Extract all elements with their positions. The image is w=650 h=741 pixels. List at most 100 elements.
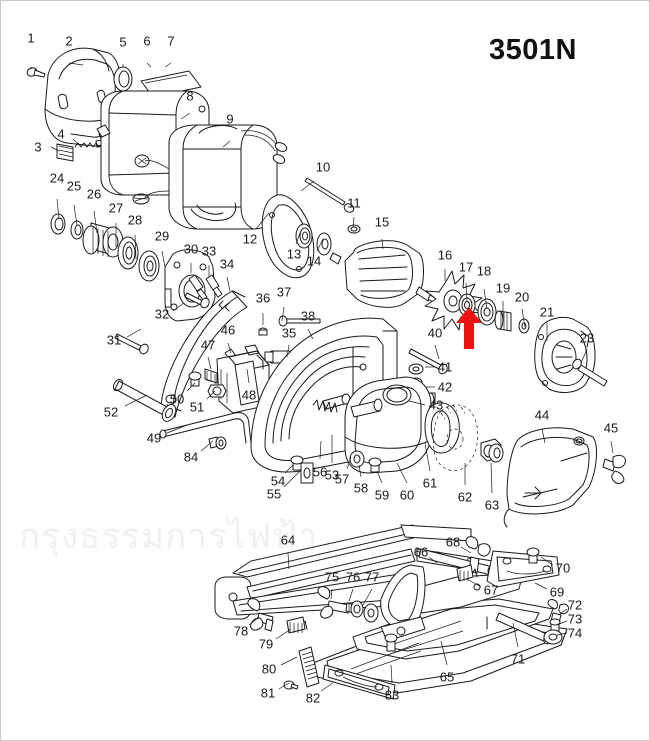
callout-label-50: 50 xyxy=(169,391,185,407)
part-79-spring xyxy=(286,616,308,634)
callout-label-73: 73 xyxy=(567,611,583,627)
callout-label-34: 34 xyxy=(219,256,235,272)
leader-line-73 xyxy=(556,620,568,626)
part-63-spacer xyxy=(488,443,504,463)
watermark-text: กรุงธรรมการไฟฟ้า xyxy=(19,517,319,557)
callout-label-14: 14 xyxy=(306,253,322,269)
callout-label-11: 11 xyxy=(347,195,361,211)
callout-leader-lines xyxy=(30,62,614,692)
part-25-ring xyxy=(70,220,84,240)
callout-label-72: 72 xyxy=(567,597,583,613)
callout-label-37: 37 xyxy=(276,284,292,300)
callout-label-30: 30 xyxy=(183,241,199,257)
part-5-ring xyxy=(113,66,133,92)
leader-line-40 xyxy=(434,344,440,360)
callout-label-44: 44 xyxy=(534,407,550,423)
callout-label-10: 10 xyxy=(315,159,331,175)
callout-label-54: 54 xyxy=(270,473,286,489)
callout-label-25: 25 xyxy=(66,178,82,194)
callout-label-4: 4 xyxy=(57,126,65,142)
callout-label-7: 7 xyxy=(167,33,175,49)
leader-line-47 xyxy=(207,356,212,370)
leader-line-31 xyxy=(126,328,142,338)
leader-line-8 xyxy=(180,112,191,120)
part-13-bearing xyxy=(295,223,313,249)
leader-line-34 xyxy=(226,276,231,292)
callout-label-75: 75 xyxy=(324,569,340,585)
part-1-screw xyxy=(26,67,46,78)
callout-label-74: 74 xyxy=(567,625,583,641)
callout-label-32: 32 xyxy=(154,306,170,322)
callout-label-31: 31 xyxy=(106,332,122,348)
leader-line-25 xyxy=(73,204,78,226)
part-49-rod xyxy=(159,412,252,444)
part-84-screw xyxy=(208,436,227,450)
leader-line-9 xyxy=(222,140,231,148)
leader-line-13 xyxy=(295,232,301,245)
leader-line-57 xyxy=(346,456,352,470)
leader-line-46 xyxy=(227,342,232,354)
callout-label-49: 49 xyxy=(146,430,162,446)
leader-line-69 xyxy=(534,582,548,590)
callout-label-82: 82 xyxy=(305,690,321,706)
part-15-armature xyxy=(329,240,441,308)
part-37-screw xyxy=(278,315,321,327)
callout-label-77: 77 xyxy=(364,569,380,585)
callout-label-36: 36 xyxy=(255,290,271,306)
callout-label-24: 24 xyxy=(49,170,65,186)
leader-line-64 xyxy=(287,552,290,570)
part-59-screw xyxy=(368,457,382,473)
part-11-washer xyxy=(347,224,361,234)
part-69-lever-plate xyxy=(486,550,560,588)
callout-label-69: 69 xyxy=(549,584,565,600)
part-23-screw xyxy=(572,358,608,387)
part-70-screw xyxy=(526,547,540,564)
part-group-base-assembly xyxy=(214,524,570,700)
part-81-screw xyxy=(283,680,299,690)
part-41-washer xyxy=(408,363,424,375)
part-31-screw xyxy=(114,333,149,355)
leader-line-37 xyxy=(281,306,285,322)
leader-line-66 xyxy=(428,556,438,564)
part-10-screw xyxy=(304,177,355,213)
callout-label-63: 63 xyxy=(484,497,500,513)
leader-line-45 xyxy=(610,440,614,454)
leader-line-4 xyxy=(72,138,80,146)
callout-label-81: 81 xyxy=(260,685,276,701)
callout-label-46: 46 xyxy=(220,322,236,338)
callout-label-59: 59 xyxy=(374,487,390,503)
part-74-washer xyxy=(543,629,563,645)
leader-line-17 xyxy=(465,282,468,302)
callout-label-38: 38 xyxy=(300,308,316,324)
leader-line-82 xyxy=(320,682,334,692)
callout-label-19: 19 xyxy=(495,280,511,296)
leader-line-11 xyxy=(352,216,355,228)
leader-line-38 xyxy=(307,328,314,340)
leader-line-49 xyxy=(166,424,188,434)
part-47-terminal xyxy=(204,368,218,384)
leader-line-70 xyxy=(540,556,554,566)
leader-line-56 xyxy=(319,440,322,460)
part-28-bearing xyxy=(138,250,160,282)
leader-line-60 xyxy=(396,462,408,484)
callout-label-47: 47 xyxy=(200,337,216,353)
callout-label-9: 9 xyxy=(226,111,234,127)
part-76-washer xyxy=(350,600,364,618)
callout-label-55: 55 xyxy=(266,486,282,502)
callout-label-83: 83 xyxy=(384,687,400,703)
part-9-field-coil xyxy=(132,124,288,230)
callout-label-58: 58 xyxy=(353,480,369,496)
callout-label-84: 84 xyxy=(183,449,199,465)
leader-line-58 xyxy=(358,464,362,478)
part-54-screw xyxy=(290,455,304,471)
part-45-wing-bolt xyxy=(602,454,626,484)
model-number-title: 3501N xyxy=(489,34,577,66)
callout-label-17: 17 xyxy=(458,259,474,275)
part-14-washer xyxy=(316,232,332,256)
leader-line-77 xyxy=(362,588,373,606)
leader-line-80 xyxy=(280,656,298,666)
leader-line-14 xyxy=(316,238,324,252)
callout-label-15: 15 xyxy=(374,214,390,230)
